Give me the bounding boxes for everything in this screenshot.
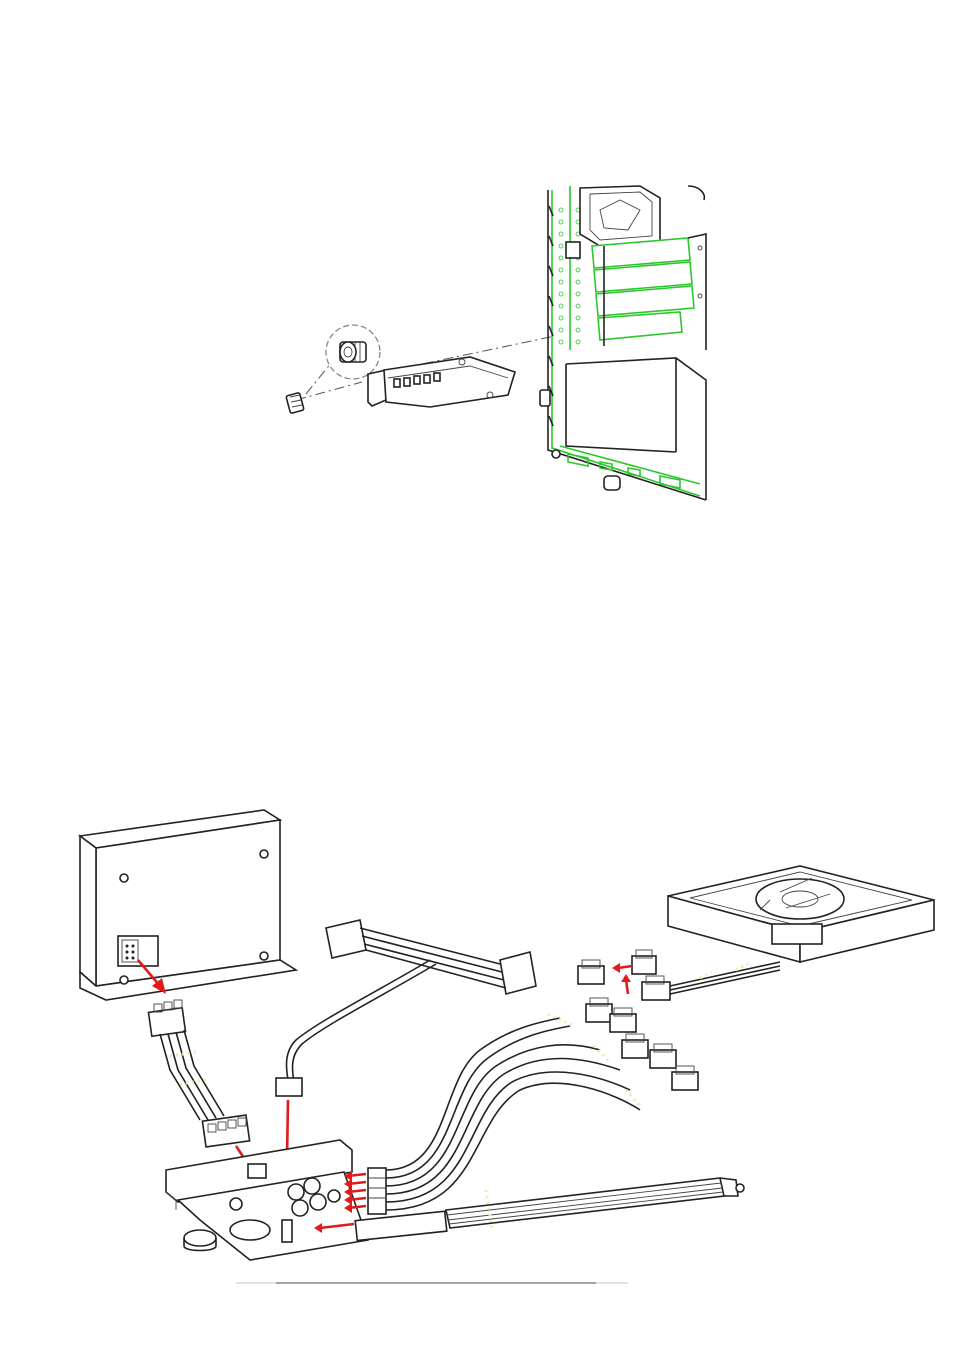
fan-cable-bundle [386,1014,640,1210]
connector-icon [586,998,612,1022]
fan-cable [670,962,780,994]
installation-figure [0,150,954,550]
controller-card [368,357,515,407]
sensor-ribbon-cable [446,1178,744,1228]
pc-chassis [540,186,706,500]
page-rule [236,1281,628,1285]
connector-icon [632,950,656,974]
molex-power-cable [276,920,536,1096]
connector-icon [672,1066,698,1090]
connector-icon [642,976,670,1000]
connector-icon [610,1008,636,1032]
display-module [80,810,296,1000]
wiring-diagram [0,800,954,1300]
connector-icon [202,1115,249,1147]
expansion-slots [592,234,706,350]
display-cable [148,1000,249,1147]
connector-icon [650,1044,676,1068]
fan-connector-arrows [612,963,632,994]
fan-connectors [578,950,698,1090]
fan-icon [580,186,704,246]
magnifier-icon [326,325,380,379]
connector-icon [622,1034,648,1058]
thumbscrew-icon [286,392,304,413]
connector-icon [578,960,604,984]
connector-icon [148,1000,185,1036]
psu-box [566,358,706,500]
thumbscrew-detail [340,342,366,362]
installation-diagram [0,150,954,550]
wiring-figure [0,800,954,1300]
zoom-line [306,362,332,394]
fan-icon [668,866,934,962]
alignment-line-screw [296,382,362,400]
